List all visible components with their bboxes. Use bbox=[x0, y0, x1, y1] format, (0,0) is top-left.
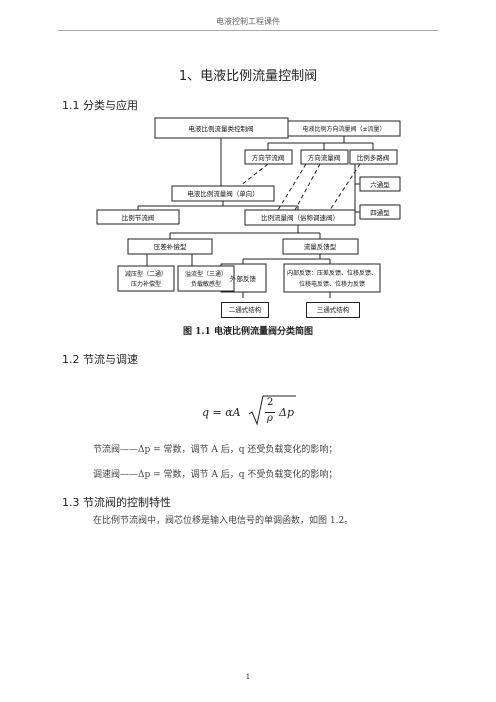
box-internal-fb bbox=[283, 263, 381, 293]
speed-description: 调速阀——Δp = 常数，调节 A 后，q 不受负载变化的影响； bbox=[93, 470, 338, 480]
page-header: 电液控制工程课件 bbox=[216, 17, 280, 26]
throttle-description: 节流阀——Δp = 常数，调节 A 后，q 还受负载变化的影响； bbox=[93, 445, 338, 455]
label-root: 电液比例流量类控制阀 bbox=[189, 124, 254, 133]
section-heading-2: 1.2 节流与调速 bbox=[62, 353, 138, 366]
section-heading-1: 1.1 分类与应用 bbox=[62, 99, 138, 112]
label-pressure-comp: 压差补偿型 bbox=[154, 242, 187, 251]
label-dir-throttle: 方向节流阀 bbox=[252, 153, 285, 162]
fraction-bar bbox=[265, 412, 275, 413]
label-external-fb: 外部反馈 bbox=[230, 274, 257, 283]
sqrt-symbol bbox=[248, 395, 296, 426]
label-directional: 电液比例方向流量阀（±流量） bbox=[302, 125, 385, 133]
label-multiway: 比例多路阀 bbox=[357, 153, 390, 162]
control-description: 在比例节流阀中，阀芯位移是输入电信号的单调函数，如图 1.2。 bbox=[93, 516, 354, 526]
label-internal-fb-1: 内部反馈：压差反馈、位移反馈、 bbox=[287, 269, 377, 277]
box-overflow bbox=[177, 265, 235, 292]
page-number: 1 bbox=[245, 673, 251, 681]
label-flow-valve: 电液比例流量阀（单向） bbox=[187, 189, 259, 198]
formula-denominator: ρ bbox=[267, 413, 273, 424]
page-title: 1、电液比例流量控制阀 bbox=[178, 69, 318, 84]
label-reducing-1: 减压型（二通） bbox=[125, 270, 167, 278]
section-heading-3: 1.3 节流阀的控制特性 bbox=[62, 496, 171, 509]
label-flow-regulating: 比例流量阀（俗称调速阀） bbox=[261, 213, 339, 222]
figure-caption: 图 1.1 电液比例流量阀分类简图 bbox=[183, 327, 313, 337]
header-rule bbox=[58, 30, 438, 31]
label-reducing-2: 压力补偿型 bbox=[131, 280, 161, 288]
label-throttle: 比例节流阀 bbox=[122, 213, 155, 222]
label-dir-flow: 方向流量阀 bbox=[308, 153, 341, 162]
label-four-way: 四通型 bbox=[370, 208, 390, 217]
label-flow-feedback: 流量反馈型 bbox=[304, 242, 337, 251]
box-reducing bbox=[117, 265, 175, 292]
formula-numerator: 2 bbox=[267, 397, 274, 408]
formula-rhs: Δp bbox=[279, 406, 294, 419]
formula-lhs: q = αA bbox=[202, 406, 241, 419]
label-six-way: 六通型 bbox=[370, 180, 390, 189]
box-three-way: 三通式结构 bbox=[306, 302, 360, 318]
classification-diagram: 电液比例流量类控制阀 电液比例方向流量阀（±流量） 方向节流阀 方向流量阀 比例… bbox=[96, 117, 401, 298]
label-internal-fb-2: 位移电反馈、位移力反馈 bbox=[299, 280, 365, 288]
label-overflow-1: 溢流型（三通） bbox=[185, 270, 227, 278]
box-flow-regulating bbox=[244, 209, 356, 226]
box-two-way: 二通式结构 bbox=[221, 302, 269, 318]
label-overflow-2: 负载敏感型 bbox=[191, 280, 221, 288]
